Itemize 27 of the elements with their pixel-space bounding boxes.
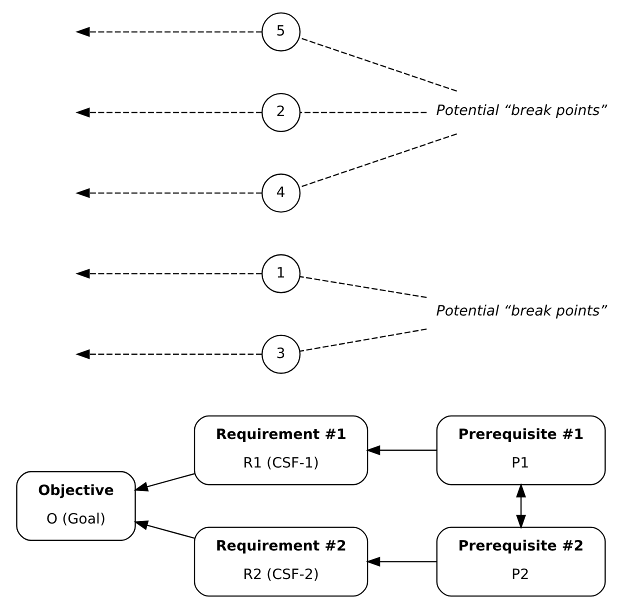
- node-box: Requirement #2 R2 (CSF-2): [193, 526, 368, 597]
- node-circle: 1: [260, 254, 300, 294]
- node-circle: 5: [260, 12, 300, 52]
- connector: [300, 112, 426, 114]
- connector: [298, 133, 456, 188]
- arrow: [365, 445, 436, 456]
- arrow: [74, 188, 262, 198]
- node-circle: 2: [260, 92, 300, 132]
- arrow: [133, 520, 194, 539]
- node-box: Prerequisite #2 P2: [436, 526, 606, 597]
- arrow: [74, 108, 262, 118]
- arrow: [133, 473, 194, 492]
- connector: [299, 328, 426, 352]
- node-circle: 4: [260, 174, 300, 213]
- node-text: Potential “break points”: [436, 303, 607, 320]
- arrow: [74, 26, 262, 37]
- arrow: [365, 556, 436, 567]
- arrow: [516, 483, 526, 530]
- node-circle: 3: [260, 334, 300, 374]
- connector: [298, 37, 456, 92]
- node-box: Objective O (Goal): [16, 471, 136, 541]
- arrow: [74, 268, 262, 279]
- node-box: Prerequisite #1 P1: [436, 415, 606, 486]
- node-box: Requirement #1 R1 (CSF-1): [193, 415, 368, 486]
- arrow: [74, 349, 262, 360]
- node-text: Potential “break points”: [436, 102, 607, 119]
- connector: [299, 276, 426, 298]
